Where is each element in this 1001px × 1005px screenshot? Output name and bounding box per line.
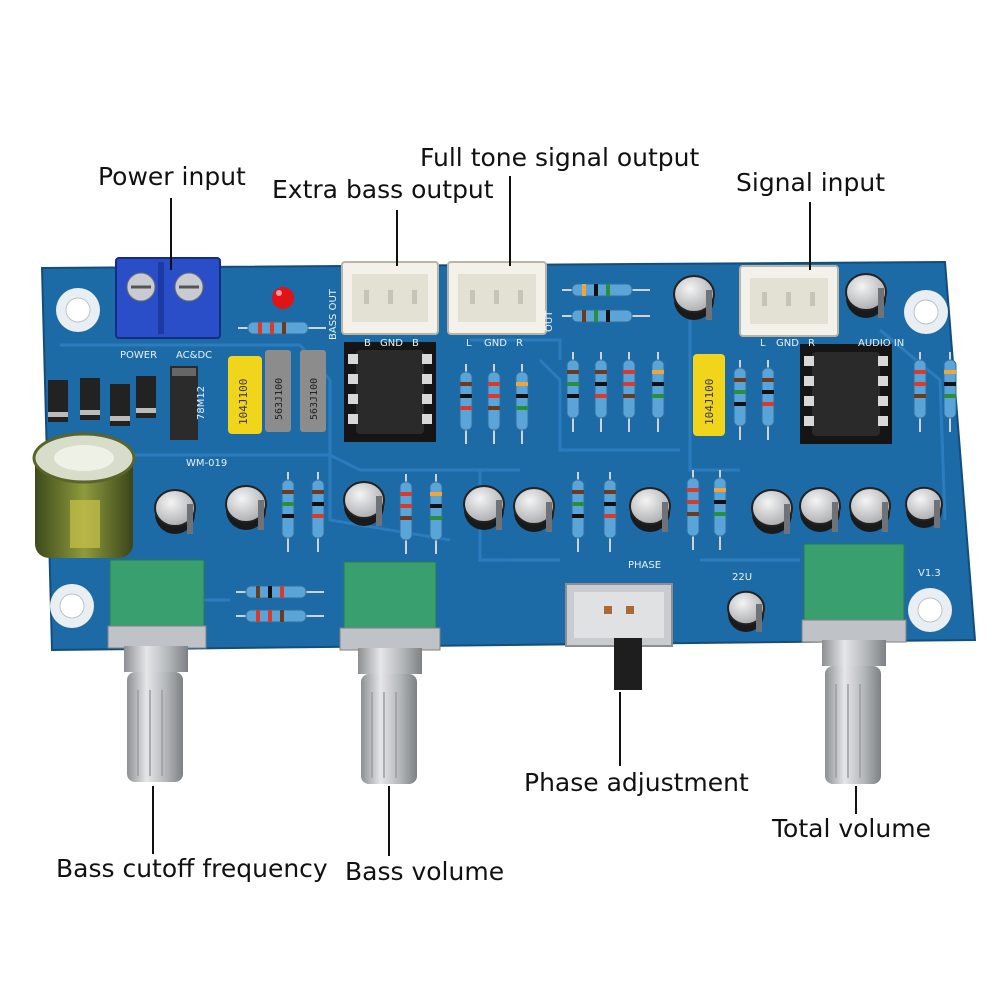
pot-bass-volume [339, 561, 441, 784]
resistor [562, 283, 650, 297]
electrolytic-capacitor [727, 590, 765, 632]
power-terminal [115, 257, 221, 339]
phase-switch [565, 583, 673, 690]
callout-power-input: Power input [98, 162, 246, 191]
film-capacitors [228, 350, 725, 436]
callout-phase-adjustment: Phase adjustment [524, 768, 749, 797]
silk-power: POWER [120, 350, 157, 361]
resistor [566, 352, 580, 432]
signal-in-connector [739, 265, 839, 337]
electrolytic-capacitor [154, 489, 196, 534]
silk-out: OUT [544, 310, 555, 332]
resistor [943, 352, 957, 432]
resistor [761, 360, 775, 440]
electrolytic-capacitor [343, 481, 385, 526]
silk-pin-b2: B [412, 338, 419, 349]
electrolytic-capacitors [154, 273, 943, 632]
ic-socket-left [344, 342, 436, 442]
electrolytic-capacitor [845, 273, 887, 318]
resistor [236, 609, 324, 623]
film-cap-label-2: 563J100 [274, 378, 285, 420]
electrolytic-capacitor [673, 275, 715, 320]
electrolytic-capacitor [629, 487, 671, 532]
electrolytic-capacitor [799, 487, 841, 532]
resistor [651, 352, 665, 432]
film-cap-label-3: 563J100 [309, 378, 320, 420]
silk-22u: 22U [732, 572, 752, 583]
electrolytic-capacitor [905, 486, 943, 528]
voltage-regulator [170, 366, 198, 440]
electrolytic-capacitor [463, 485, 505, 530]
silk-pin-r1: R [516, 338, 523, 349]
silk-phase: PHASE [628, 560, 661, 571]
film-cap-label-4: 104J100 [703, 379, 716, 425]
leader-lines [152, 176, 857, 856]
silk-pin-gnd1: GND [380, 338, 403, 349]
resistor [913, 352, 927, 432]
electrolytic-capacitor [513, 487, 555, 532]
resistors [236, 283, 957, 623]
electrolytic-capacitor [751, 489, 793, 534]
resistor [311, 472, 325, 552]
resistor [686, 470, 700, 550]
resistor [713, 470, 727, 550]
resistor [603, 472, 617, 552]
resistor [733, 360, 747, 440]
silk-version: V1.3 [918, 568, 941, 579]
silk-pin-r2: R [808, 338, 815, 349]
full-tone-out-connector [447, 261, 547, 335]
resistor [236, 585, 324, 599]
resistor [238, 321, 326, 335]
rectifier-diodes [48, 376, 156, 426]
resistor [571, 472, 585, 552]
silk-pin-b1: B [364, 338, 371, 349]
silk-acdc: AC&DC [176, 350, 212, 361]
pot-total-volume [801, 543, 907, 784]
callout-full-tone-signal-output: Full tone signal output [420, 143, 700, 172]
resistor [622, 352, 636, 432]
electrolytic-capacitor [225, 485, 267, 530]
silk-pin-gnd2: GND [484, 338, 507, 349]
resistor [429, 474, 443, 554]
pot-bass-cutoff [107, 559, 207, 782]
callout-total-volume: Total volume [772, 814, 931, 843]
main-filter-capacitor [32, 432, 136, 558]
electrolytic-capacitor [849, 487, 891, 532]
bass-out-connector [341, 261, 439, 335]
callout-signal-input: Signal input [736, 168, 886, 197]
resistor [594, 352, 608, 432]
silk-pin-gnd3: GND [776, 338, 799, 349]
film-cap-label-1: 104J100 [237, 379, 250, 425]
led [272, 287, 294, 309]
callout-bass-volume: Bass volume [345, 857, 505, 886]
resistor [515, 364, 529, 444]
resistor [487, 364, 501, 444]
resistor [562, 309, 650, 323]
callout-extra-bass-output: Extra bass output [272, 175, 494, 204]
silk-pin-l1: L [466, 338, 472, 349]
silk-audio-in: AUDIO IN [858, 338, 904, 349]
silk-model: WM-019 [186, 458, 227, 469]
silk-regulator: 78M12 [196, 386, 207, 420]
resistor [399, 474, 413, 554]
silk-pin-l2: L [760, 338, 766, 349]
resistor [459, 364, 473, 444]
resistor [281, 472, 295, 552]
callout-bass-cutoff-frequency: Bass cutoff frequency [56, 854, 328, 883]
mounting-holes [50, 288, 952, 632]
ic-socket-right [800, 344, 892, 444]
silk-bass-out: BASS OUT [328, 288, 339, 340]
